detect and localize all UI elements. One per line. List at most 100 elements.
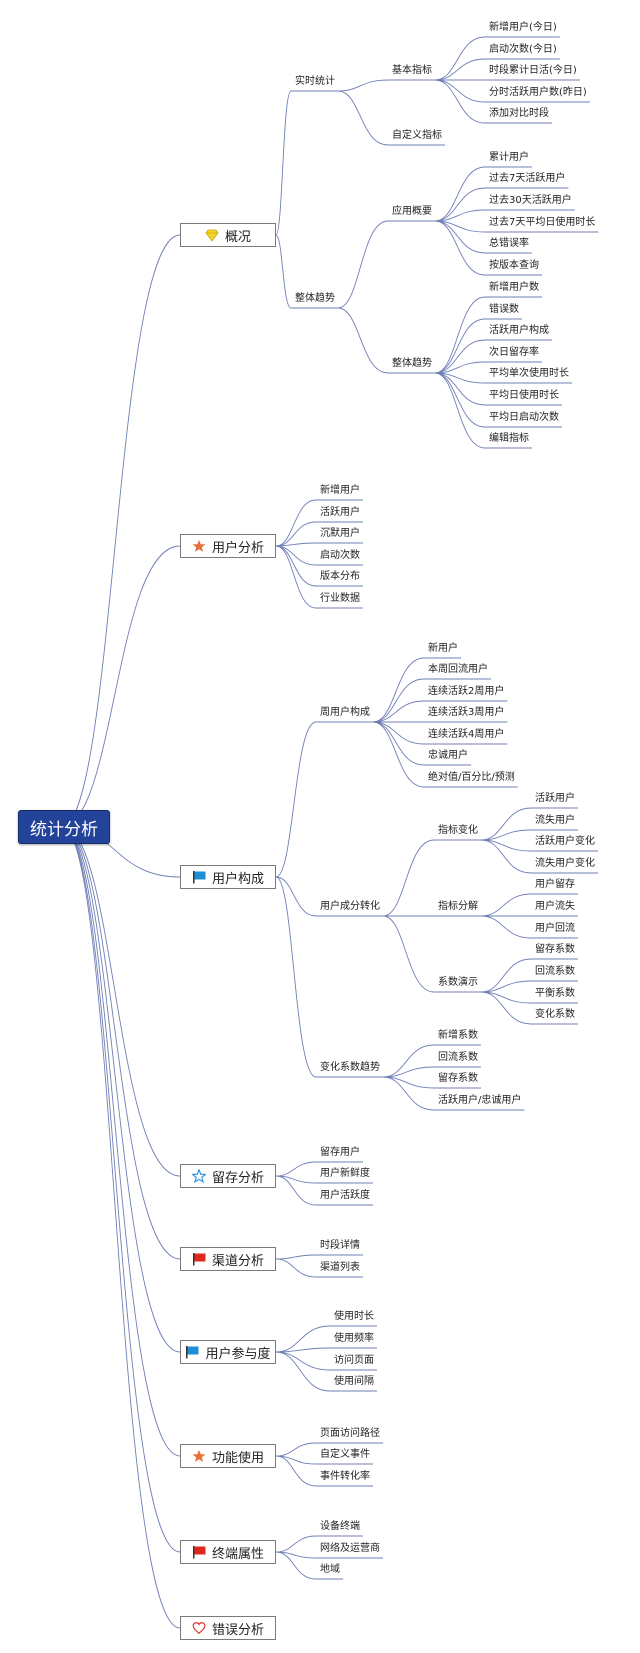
leaf-node[interactable]: 流失用户变化: [535, 858, 595, 869]
topic-node[interactable]: 页面访问路径: [320, 1428, 380, 1439]
topic-node[interactable]: 网络及运营商: [320, 1543, 380, 1554]
leaf-node[interactable]: 过去7天活跃用户: [489, 173, 566, 184]
leaf-node[interactable]: 平均单次使用时长: [489, 368, 569, 379]
leaf-node[interactable]: 活跃用户变化: [535, 836, 595, 847]
subtopic-node[interactable]: 新用户: [428, 643, 458, 654]
leaf-node[interactable]: 用户留存: [535, 879, 575, 890]
subtopic-node[interactable]: 活跃用户/忠诚用户: [438, 1095, 522, 1106]
branch-node[interactable]: 错误分析: [180, 1616, 276, 1640]
subtopic-node[interactable]: 留存系数: [438, 1073, 478, 1084]
topic-node[interactable]: 用户新鲜度: [320, 1168, 370, 1179]
connector-line: [372, 657, 425, 723]
leaf-node[interactable]: 平衡系数: [535, 988, 575, 999]
branch-node[interactable]: 用户构成: [180, 865, 276, 889]
subtopic-node[interactable]: 指标变化: [438, 825, 478, 836]
subtopic-node[interactable]: 连续活跃2周用户: [428, 686, 505, 697]
topic-node[interactable]: 行业数据: [320, 593, 360, 604]
branch-node[interactable]: 用户分析: [180, 534, 276, 558]
leaf-node[interactable]: 过去30天活跃用户: [489, 195, 572, 206]
leaf-node[interactable]: 用户回流: [535, 923, 575, 934]
connector-line: [61, 234, 181, 827]
topic-node[interactable]: 活跃用户: [320, 507, 360, 518]
leaf-node[interactable]: 分时活跃用户数(昨日): [489, 87, 587, 98]
subtopic-node[interactable]: 基本指标: [392, 65, 432, 76]
leaf-node[interactable]: 添加对比时段: [489, 108, 549, 119]
topic-node[interactable]: 渠道列表: [320, 1262, 360, 1273]
subtopic-node[interactable]: 绝对值/百分比/预测: [428, 772, 515, 783]
topic-node[interactable]: 地域: [320, 1564, 340, 1575]
branch-node[interactable]: 留存分析: [180, 1164, 276, 1188]
branch-node[interactable]: 渠道分析: [180, 1247, 276, 1271]
topic-node[interactable]: 沉默用户: [320, 528, 360, 539]
connector-line: [434, 296, 486, 374]
connector-line: [275, 1442, 317, 1457]
topic-node[interactable]: 访问页面: [334, 1355, 374, 1366]
leaf-node[interactable]: 新增用户数: [489, 282, 539, 293]
branch-node[interactable]: 终端属性: [180, 1540, 276, 1564]
leaf-node[interactable]: 按版本查询: [489, 260, 539, 271]
topic-node[interactable]: 使用频率: [334, 1333, 374, 1344]
leaf-node[interactable]: 活跃用户: [535, 793, 575, 804]
leaf-node[interactable]: 次日留存率: [489, 347, 539, 358]
leaf-node[interactable]: 总错误率: [489, 238, 529, 249]
branch-node[interactable]: 用户参与度: [180, 1340, 276, 1364]
leaf-node[interactable]: 错误数: [489, 304, 519, 315]
topic-node[interactable]: 用户成分转化: [320, 901, 380, 912]
connector-line: [372, 700, 425, 723]
root-node[interactable]: 统计分析: [18, 810, 110, 844]
connector-line: [337, 79, 389, 92]
topic-node[interactable]: 变化系数趋势: [320, 1062, 380, 1073]
connector-line: [275, 234, 292, 309]
connector-line: [480, 915, 532, 939]
subtopic-node[interactable]: 回流系数: [438, 1052, 478, 1063]
leaf-node[interactable]: 变化系数: [535, 1009, 575, 1020]
topic-node[interactable]: 自定义事件: [320, 1449, 370, 1460]
branch-node[interactable]: 功能使用: [180, 1444, 276, 1468]
subtopic-node[interactable]: 连续活跃3周用户: [428, 707, 505, 718]
connector-line: [382, 839, 435, 917]
topic-node[interactable]: 新增用户: [320, 485, 360, 496]
branch-label: 概况: [224, 229, 251, 245]
connector-line: [275, 1351, 331, 1371]
subtopic-node[interactable]: 指标分解: [438, 901, 478, 912]
leaf-node[interactable]: 累计用户: [489, 152, 529, 163]
subtopic-node[interactable]: 系数演示: [438, 977, 478, 988]
blue-flag-icon: [185, 1345, 199, 1359]
subtopic-node[interactable]: 连续活跃4周用户: [428, 729, 505, 740]
leaf-node[interactable]: 平均日启动次数: [489, 412, 559, 423]
leaf-node[interactable]: 流失用户: [535, 815, 575, 826]
topic-node[interactable]: 设备终端: [320, 1521, 360, 1532]
subtopic-node[interactable]: 应用概要: [392, 206, 432, 217]
connector-line: [275, 1347, 331, 1353]
topic-node[interactable]: 使用时长: [334, 1311, 374, 1322]
connector-line: [61, 825, 181, 1553]
topic-node[interactable]: 使用间隔: [334, 1376, 374, 1387]
leaf-node[interactable]: 平均日使用时长: [489, 390, 559, 401]
subtopic-node[interactable]: 新增系数: [438, 1030, 478, 1041]
connector-line: [275, 521, 317, 547]
leaf-node[interactable]: 用户流失: [535, 901, 575, 912]
connector-line: [275, 1161, 317, 1177]
topic-node[interactable]: 留存用户: [320, 1147, 360, 1158]
topic-node[interactable]: 整体趋势: [295, 293, 335, 304]
topic-node[interactable]: 周用户构成: [320, 707, 370, 718]
leaf-node[interactable]: 过去7天平均日使用时长: [489, 217, 596, 228]
topic-node[interactable]: 版本分布: [320, 571, 360, 582]
leaf-node[interactable]: 启动次数(今日): [489, 44, 557, 55]
subtopic-node[interactable]: 整体趋势: [392, 358, 432, 369]
topic-node[interactable]: 启动次数: [320, 550, 360, 561]
leaf-node[interactable]: 时段累计日活(今日): [489, 65, 577, 76]
branch-node[interactable]: 概况: [180, 223, 276, 247]
leaf-node[interactable]: 活跃用户构成: [489, 325, 549, 336]
topic-node[interactable]: 实时统计: [295, 76, 335, 87]
leaf-node[interactable]: 编辑指标: [489, 433, 529, 444]
subtopic-node[interactable]: 本周回流用户: [428, 664, 488, 675]
topic-node[interactable]: 事件转化率: [320, 1471, 370, 1482]
leaf-node[interactable]: 新增用户(今日): [489, 22, 557, 33]
topic-node[interactable]: 用户活跃度: [320, 1190, 370, 1201]
leaf-node[interactable]: 回流系数: [535, 966, 575, 977]
subtopic-node[interactable]: 自定义指标: [392, 130, 442, 141]
topic-node[interactable]: 时段详情: [320, 1240, 360, 1251]
leaf-node[interactable]: 留存系数: [535, 944, 575, 955]
subtopic-node[interactable]: 忠诚用户: [428, 750, 468, 761]
